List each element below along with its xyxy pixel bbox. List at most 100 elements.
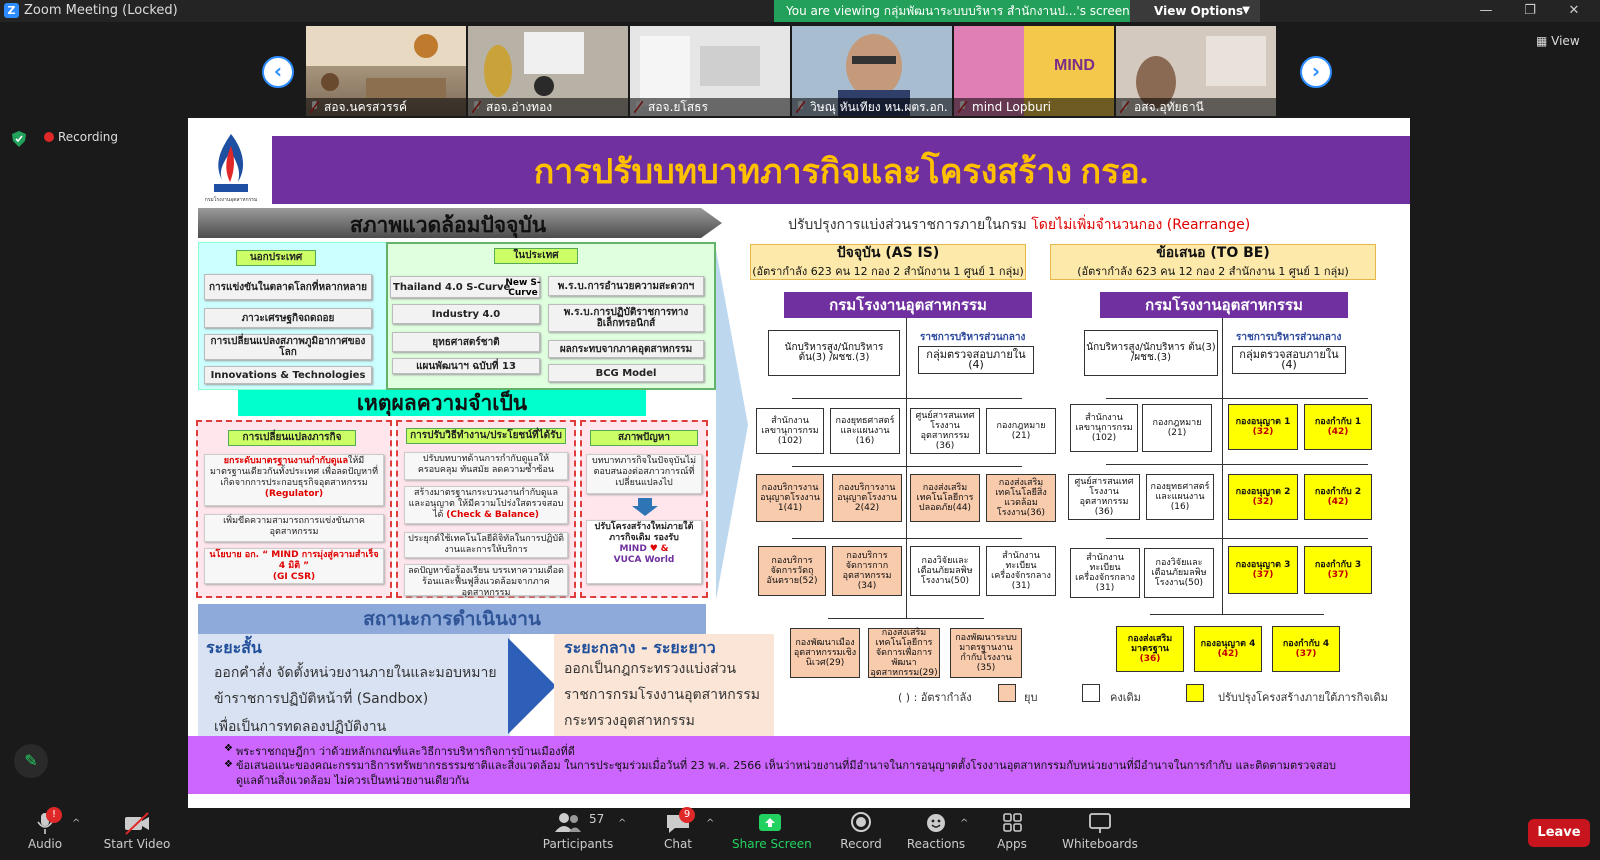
vuca-text: VUCA World [613, 555, 675, 565]
video-thumbnail[interactable]: วิษณุ หันเทียง หน.ผตร.อก. [792, 26, 952, 116]
video-thumbnail[interactable]: อสจ.อุทัยธานี [1116, 26, 1276, 116]
minimize-button[interactable]: — [1479, 3, 1493, 18]
org-box: สำนักงานทะเบียนเครื่องจักรกลาง (31) [1070, 548, 1140, 598]
footer-band [188, 736, 1410, 794]
view-options-button[interactable]: View Options ▼ [1130, 0, 1260, 22]
org-box-count: (37) [1295, 649, 1317, 659]
chat-options-caret[interactable]: ^ [706, 818, 715, 829]
org-box: กองวิจัยและเตือนภัยมลพิษโรงงาน(50) [1144, 548, 1214, 598]
reason-tail: (Check & Balance) [446, 510, 539, 520]
org-box-count: (42) [1327, 497, 1349, 507]
whiteboards-button[interactable]: Whiteboards [1062, 810, 1138, 851]
connector-line [828, 618, 984, 619]
org-box: กองยุทธศาสตร์และแผนงาน (16) [1146, 474, 1214, 520]
factor-item: Thailand 4.0 S-Curve [390, 276, 540, 298]
video-off-icon [122, 810, 152, 836]
chat-unread-badge: 9 [679, 807, 695, 823]
asis-subtitle: (อัตรากำลัง 623 คน 12 กอง 2 สำนักงาน 1 ศ… [752, 265, 1024, 278]
reactions-button[interactable]: Reactions [906, 810, 966, 851]
start-video-button[interactable]: Start Video [102, 810, 172, 851]
org-box: นักบริหารสูง/นักบริหาร ต้น(3) /ผชช.(3) [768, 330, 900, 376]
meeting-toolbar [0, 808, 1600, 860]
video-thumbnail[interactable]: สอจ.ยโสธร [630, 26, 790, 116]
org-box-merged: กองบริการจัดการวัตถุอันตราย(52) [758, 546, 826, 596]
reason-text: สร้างมาตรฐานกระบวนงานกำกับดูแลและอนุญาต … [408, 488, 564, 520]
factor-item: Industry 4.0 [392, 304, 540, 324]
view-options-label: View Options [1154, 4, 1244, 18]
close-button[interactable]: ✕ [1568, 3, 1580, 18]
svg-text:MIND: MIND [1054, 57, 1095, 74]
shield-icon[interactable] [12, 131, 26, 147]
org-box-restructured: กองอนุญาต 1(32) [1228, 404, 1298, 450]
slide-title: การปรับบทบาทภารกิจและโครงสร้าง กรอ. [533, 154, 1149, 191]
org-box-restructured: กองกำกับ 4(37) [1272, 626, 1340, 672]
connector-line [1106, 538, 1368, 539]
previous-page-button[interactable]: ‹ [262, 56, 294, 88]
env-arrow [198, 208, 722, 238]
recording-indicator[interactable]: Recording [44, 130, 118, 144]
tobe-summary: ข้อเสนอ (TO BE) (อัตรากำลัง 623 คน 12 กอ… [1050, 244, 1376, 280]
factor-text: Thailand 4.0 S-Curve [393, 281, 511, 293]
short-term-line: ข้าราชการปฏิบัติหน้าที่ (Sandbox) [214, 691, 429, 707]
org-box: กลุ่มตรวจสอบภายใน (4) [1232, 346, 1346, 374]
participants-options-caret[interactable]: ^ [618, 818, 627, 829]
annotate-pencil-button[interactable]: ✎ [14, 744, 48, 778]
org-box-count: (36) [1139, 654, 1161, 664]
reason-text: นโยบาย อก. “ MIND การมุ่งสู่ความสำเร็จ 4… [209, 550, 379, 571]
reason-lead: ยกระดับมาตรฐานงานกำกับดูแล [223, 456, 348, 466]
bullet-icon: ❖ [224, 743, 233, 754]
org-box-merged: กองส่งเสริมเทคโนโลยีสิ่งแวดล้อมโรงงาน(36… [986, 474, 1056, 522]
reason-tail: (Regulator) [264, 489, 324, 499]
grid-icon: ▦ [1536, 34, 1552, 48]
footer-note: ข้อเสนอแนะของคณะกรรมาธิการทรัพยากรธรรมชา… [236, 759, 1337, 787]
org-box-name: กองส่งเสริมมาตรฐาน [1127, 634, 1173, 654]
org-box-count: (42) [1327, 427, 1349, 437]
reason-title: เหตุผลความจำเป็น [238, 390, 646, 416]
legend-restructure: ปรับปรุงโครงสร้างภายใต้ภารกิจเดิม [1218, 691, 1388, 704]
short-term-line: เพื่อเป็นการทดลองปฏิบัติงาน [214, 719, 387, 735]
reason-text: ให้มีมาตรฐานเดียวกันทั้งประเทศ เพื่อลดปั… [209, 456, 379, 488]
reactions-options-caret[interactable]: ^ [960, 818, 969, 829]
video-thumbnail[interactable]: MIND mind Lopburi [954, 26, 1114, 116]
view-button[interactable]: ▦ View [1536, 34, 1580, 48]
microphone-icon: ! [30, 807, 62, 836]
org-box-count: (37) [1252, 570, 1274, 580]
reason-item: ยกระดับมาตรฐานงานกำกับดูแลให้มีมาตรฐานเด… [204, 454, 384, 506]
central-admin-label: ราชการบริหารส่วนกลาง [1236, 332, 1342, 343]
video-thumbnail[interactable]: สอจ.นครสวรรค์ [306, 26, 466, 116]
participants-button[interactable]: 57 Participants [538, 810, 618, 851]
factor-item: Innovations & Technologies [204, 366, 372, 384]
factor-item: แผนพัฒนาฯ ฉบับที่ 13 [392, 358, 540, 374]
connector-line [906, 318, 907, 618]
reason-tail: (GI CSR) [272, 572, 316, 582]
whiteboards-label: Whiteboards [1062, 837, 1138, 851]
reason-tag: การเปลี่ยนแปลงภารกิจ [228, 430, 356, 446]
factor-item: การเปลี่ยนแปลงสภาพภูมิอากาศของโลก [204, 334, 372, 360]
legend-swatch-restructure [1186, 684, 1204, 702]
heart-icon: ♥ [649, 544, 658, 554]
org-box-name: กองกำกับ 4 [1282, 639, 1330, 649]
chat-label: Chat [663, 837, 693, 851]
org-box: ศูนย์สารสนเทศโรงงานอุตสาหกรรม (36) [1068, 474, 1140, 520]
record-button[interactable]: Record [836, 810, 886, 851]
share-screen-button[interactable]: Share Screen [732, 810, 812, 851]
org-box-count: (32) [1252, 497, 1274, 507]
next-page-button[interactable]: › [1300, 56, 1332, 88]
org-box-name: กองกำกับ 1 [1314, 417, 1362, 427]
chat-button[interactable]: 9 Chat [658, 807, 698, 851]
org-box-restructured: กองอนุญาต 2(32) [1228, 474, 1298, 520]
org-box-merged: กองพัฒนาระบบมาตรฐานงานกำกับโรงงาน (35) [950, 628, 1022, 678]
audio-options-caret[interactable]: ^ [72, 818, 81, 829]
record-label: Record [840, 837, 882, 851]
org-box-restructured: กองกำกับ 2(42) [1304, 474, 1372, 520]
audio-label: Audio [27, 837, 63, 851]
shared-screen-slide: การปรับบทบาทภารกิจและโครงสร้าง กรอ. กรมโ… [188, 118, 1410, 808]
video-thumbnail[interactable]: สอจ.อ่างทอง [468, 26, 628, 116]
leave-button[interactable]: Leave [1528, 819, 1590, 847]
apps-button[interactable]: Apps [992, 810, 1032, 851]
org-box-merged: กองบริการงานอนุญาตโรงงาน 2(42) [832, 474, 902, 522]
restore-button[interactable]: ❐ [1524, 3, 1536, 18]
audio-button[interactable]: ! Audio [22, 807, 68, 851]
connector-line [1150, 614, 1324, 615]
org-box: นักบริหารสูง/นักบริหาร ต้น(3) /ผชช.(3) [1084, 330, 1218, 376]
